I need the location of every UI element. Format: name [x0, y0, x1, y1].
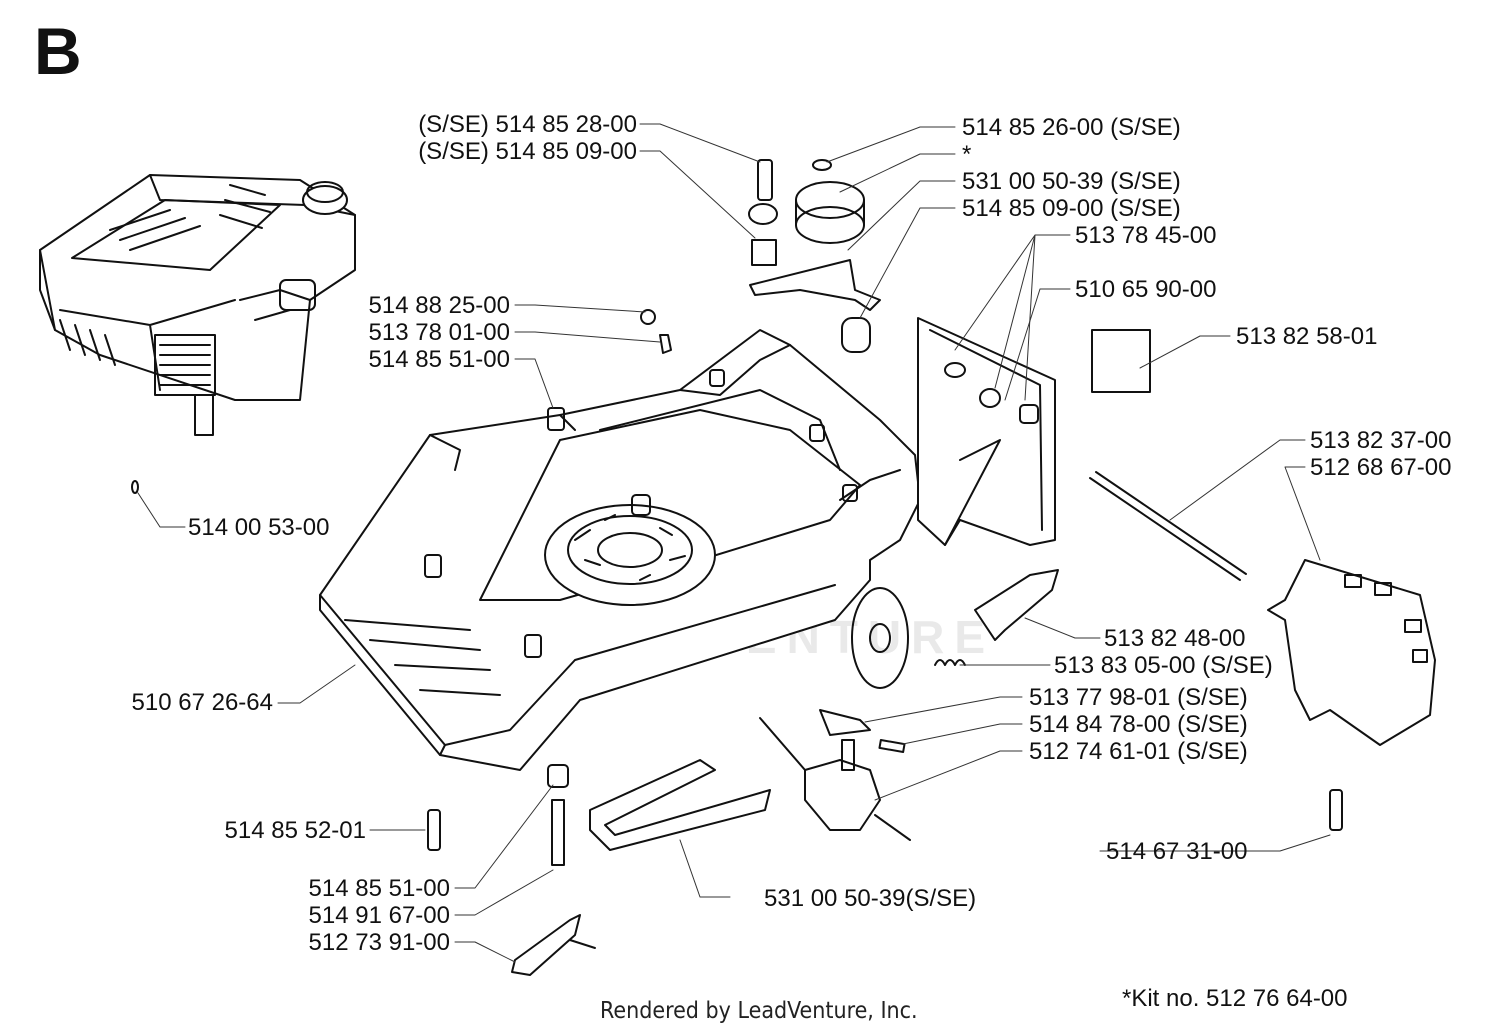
- part-label: 510 65 90-00: [1075, 276, 1217, 303]
- part-label: 513 78 45-00: [1075, 222, 1217, 249]
- part-label: 510 67 26-64: [131, 689, 273, 716]
- blade-part: [590, 760, 770, 850]
- part-label: 514 85 51-00: [368, 346, 510, 373]
- part-label: 514 85 26-00 (S/SE): [962, 114, 1181, 141]
- part-label: 514 85 51-00: [308, 875, 450, 902]
- bracket-part: [512, 915, 595, 975]
- plate-part: [820, 710, 870, 735]
- side-chute-illustration: [1268, 560, 1435, 745]
- small-washer-part: [132, 481, 138, 493]
- part-label: 513 82 58-01: [1236, 323, 1378, 350]
- part-label: (S/SE) 514 85 09-00: [418, 138, 637, 165]
- rear-guard-illustration: [918, 318, 1055, 545]
- part-label: 512 68 67-00: [1310, 454, 1452, 481]
- part-label: 513 78 01-00: [368, 319, 510, 346]
- part-label: *: [962, 141, 972, 168]
- part-label: 514 84 78-00 (S/SE): [1029, 711, 1248, 738]
- part-label: 531 00 50-39(S/SE): [764, 885, 977, 912]
- spring-part: [935, 660, 965, 665]
- section-letter: B: [34, 14, 82, 88]
- label-plate-part: [1092, 330, 1150, 392]
- footer-credit: Rendered by LeadVenture, Inc.: [600, 998, 918, 1024]
- part-label: 513 83 05-00 (S/SE): [1054, 652, 1273, 679]
- rod-part: [1090, 472, 1246, 580]
- part-label: 514 67 31-00: [1106, 838, 1248, 865]
- bolt-part: [758, 160, 772, 200]
- part-label: 513 82 37-00: [1310, 427, 1452, 454]
- lever-part: [975, 570, 1058, 640]
- part-label: 514 00 53-00: [188, 514, 330, 541]
- part-label: 514 88 25-00: [368, 292, 510, 319]
- part-label: (S/SE) 514 85 28-00: [418, 111, 637, 138]
- part-label: 514 85 09-00 (S/SE): [962, 195, 1181, 222]
- mower-deck-illustration: [320, 330, 920, 770]
- engine-illustration: [40, 175, 355, 435]
- gearbox-part: [760, 718, 910, 840]
- part-label: 531 00 50-39 (S/SE): [962, 168, 1181, 195]
- part-label: 512 74 61-01 (S/SE): [1029, 738, 1248, 765]
- part-label: 514 85 52-01: [224, 817, 366, 844]
- part-label: 514 91 67-00: [308, 902, 450, 929]
- part-label: 513 82 48-00: [1104, 625, 1246, 652]
- kit-note: *Kit no. 512 76 64-00: [1122, 985, 1348, 1012]
- part-label: 512 73 91-00: [308, 929, 450, 956]
- part-label: 513 77 98-01 (S/SE): [1029, 684, 1248, 711]
